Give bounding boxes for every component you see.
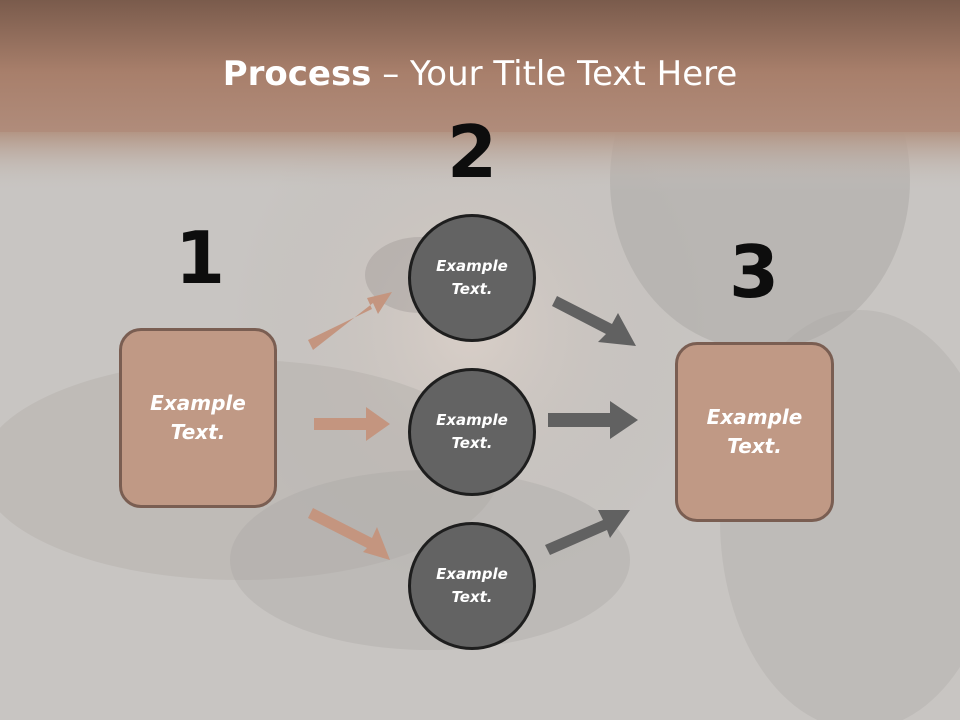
circle-bottom-line1: Example — [436, 565, 508, 583]
step-number-1: 1 — [174, 216, 226, 300]
arrow-left-to-bottom — [308, 508, 390, 560]
circle-middle-line2: Text. — [451, 434, 493, 452]
arrow-top-to-right — [552, 296, 636, 346]
step-2-circle-top: Example Text. — [408, 214, 536, 342]
step-1-text-line2: Text. — [170, 420, 226, 444]
title-rest: – Your Title Text Here — [371, 54, 738, 94]
page-title: Process – Your Title Text Here — [0, 52, 960, 96]
circle-top-line1: Example — [436, 257, 508, 275]
circle-top-line2: Text. — [451, 280, 493, 298]
step-2-circle-bottom: Example Text. — [408, 522, 536, 650]
step-2-circle-middle: Example Text. — [408, 368, 536, 496]
arrow-middle-to-right — [548, 401, 638, 439]
circle-bottom-line2: Text. — [451, 588, 493, 606]
step-number-2: 2 — [446, 110, 498, 194]
arrow-bottom-to-right — [545, 510, 630, 555]
step-number-3: 3 — [728, 230, 780, 314]
circle-middle-line1: Example — [436, 411, 508, 429]
step-1-box: Example Text. — [119, 328, 277, 508]
title-bold: Process — [222, 54, 372, 94]
step-3-text-line2: Text. — [727, 434, 782, 458]
arrow-left-to-top — [308, 292, 392, 350]
step-3-box: Example Text. — [675, 342, 834, 522]
step-3-text-line1: Example — [706, 405, 803, 429]
arrow-left-to-middle — [314, 407, 390, 441]
step-1-text-line1: Example — [150, 391, 246, 415]
